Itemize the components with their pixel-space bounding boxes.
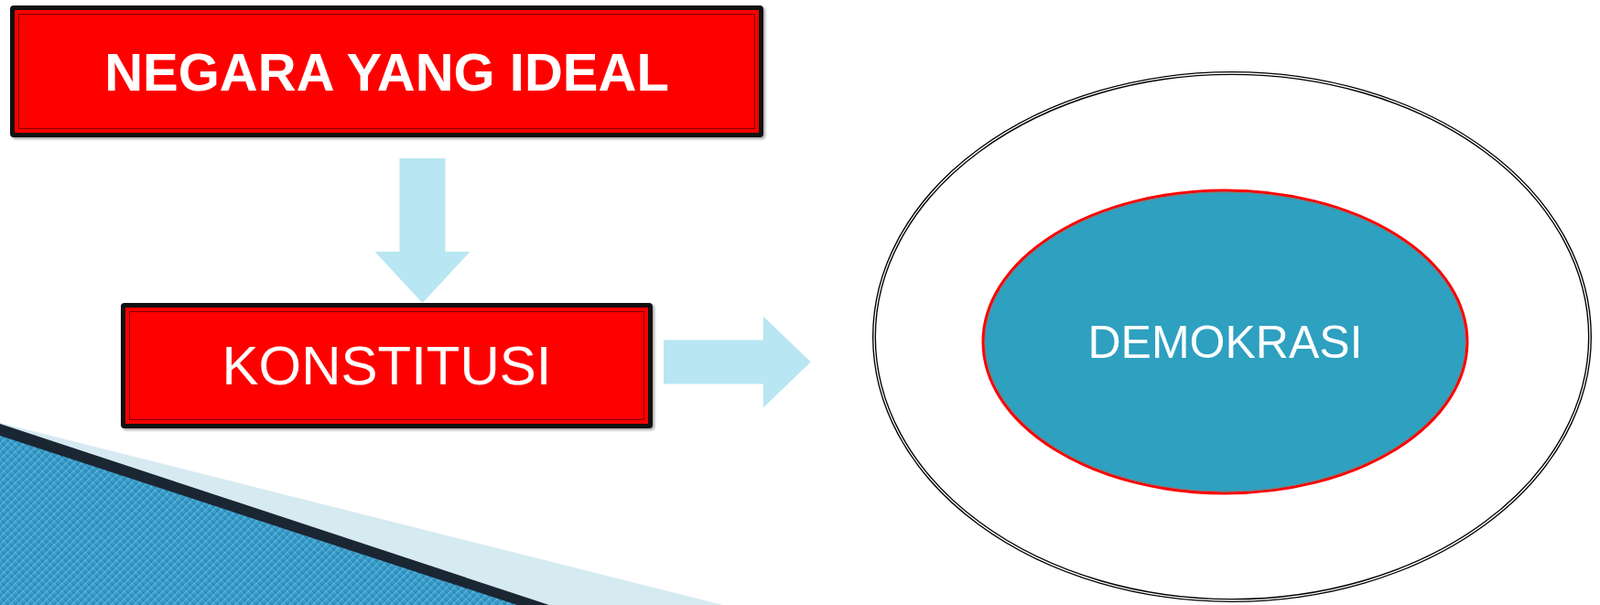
node-label: KONSTITUSI (221, 334, 552, 398)
red-box: NEGARA YANG IDEAL (10, 5, 764, 138)
dark-band (0, 423, 550, 605)
ellipse-ring (874, 73, 1590, 601)
block-arrow (375, 158, 471, 303)
node-label: DEMOKRASI (1087, 315, 1363, 369)
blue-wedge (0, 435, 518, 605)
red-box: KONSTITUSI (120, 302, 653, 429)
light-band (0, 422, 724, 605)
ellipse-body (983, 190, 1468, 494)
inner-ellipse: DEMOKRASI (981, 188, 1470, 496)
ellipse-ring-gap (874, 73, 1590, 601)
ellipse-inner-line (984, 192, 1466, 492)
node-label: NEGARA YANG IDEAL (104, 41, 670, 103)
outer-ellipse: DEMOKRASI (871, 70, 1593, 604)
block-arrow (663, 316, 811, 409)
